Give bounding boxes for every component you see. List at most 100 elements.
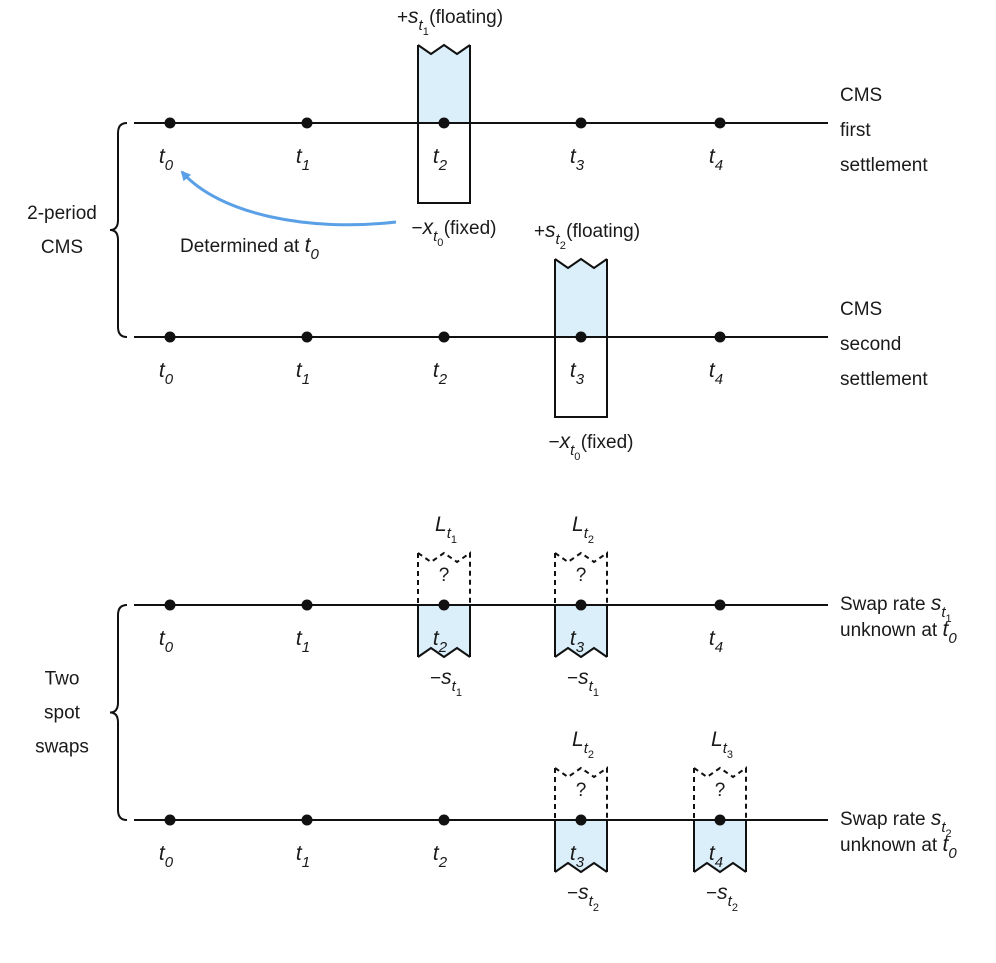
timeline-label-cms-second-line-0: CMS [840, 299, 882, 320]
timeline-dot-t4 [714, 814, 726, 826]
timeline-dot-t3 [575, 117, 587, 129]
timeline-dot-t3 [575, 331, 587, 343]
tick-label-t3: t3 [570, 145, 585, 174]
tick-label-t2: t2 [433, 145, 448, 174]
timeline-dot-t3 [575, 814, 587, 826]
timeline-dot-t3 [575, 599, 587, 611]
tick-label-t4: t4 [709, 145, 723, 174]
timeline-dot-t1 [301, 117, 313, 129]
group-label-cms: 2-period [27, 203, 97, 224]
timeline-label-cms-second-line-1: second [840, 334, 901, 355]
cashflow-spot-second-t4 [693, 766, 747, 874]
tick-label-t2: t2 [433, 842, 448, 871]
timeline-dot-t2 [438, 331, 450, 343]
fixed-leg-label: −xt0 (fixed) [412, 216, 497, 249]
unknown-mark: ? [715, 780, 726, 801]
tick-label-t0: t0 [159, 145, 174, 174]
timeline-dot-t2 [438, 814, 450, 826]
timeline-label-cms-second-line-2: settlement [840, 369, 928, 390]
tick-label-t4: t4 [709, 359, 723, 388]
swap-rate-label: −st1 [567, 666, 599, 699]
group-label-cms: CMS [41, 237, 83, 258]
tick-label-t3: t3 [570, 842, 585, 871]
libor-label: Lt2 [572, 728, 594, 761]
unknown-mark: ? [576, 780, 587, 801]
unknown-libor-leg [554, 551, 608, 605]
tick-label-t1: t1 [296, 359, 310, 388]
timeline-dot-t2 [438, 117, 450, 129]
timeline-label-spot-first-line-0: Swap rate st1 [840, 592, 952, 625]
group-label-spot: spot [44, 703, 81, 724]
timeline-dot-t2 [438, 599, 450, 611]
unknown-libor-leg [417, 551, 471, 605]
tick-label-t0: t0 [159, 842, 174, 871]
floating-leg-fill [418, 45, 470, 123]
fixed-leg-zigzag [417, 646, 471, 659]
group-brace-spot [109, 604, 128, 821]
tick-label-t3: t3 [570, 627, 585, 656]
timeline-cms-second [134, 331, 828, 343]
floating-leg-fill [555, 259, 607, 337]
fixed-leg-label: −xt0 (fixed) [549, 430, 634, 463]
timeline-label-spot-first-line-1: unknown at t0 [840, 618, 957, 647]
determined-at-arrow [180, 170, 397, 227]
timeline-cms-first [134, 117, 828, 129]
fixed-leg-zigzag [693, 861, 747, 874]
timeline-dot-t4 [714, 599, 726, 611]
group-label-spot: Two [45, 669, 80, 690]
swap-rate-label: −st1 [430, 666, 462, 699]
timeline-dot-t4 [714, 331, 726, 343]
timeline-dot-t1 [301, 814, 313, 826]
tick-label-t1: t1 [296, 145, 310, 174]
unknown-libor-leg [554, 766, 608, 820]
libor-label: Lt2 [572, 513, 594, 546]
timeline-label-cms-first-line-1: first [840, 120, 871, 141]
floating-leg-zigzag [417, 43, 471, 56]
fixed-leg-zigzag [554, 646, 608, 659]
fixed-leg-fill [555, 605, 607, 657]
floating-leg-zigzag [554, 257, 608, 270]
timeline-spot-first [134, 599, 828, 611]
tick-label-t0: t0 [159, 627, 174, 656]
timeline-dot-t0 [164, 814, 176, 826]
timeline-dot-t1 [301, 331, 313, 343]
unknown-libor-leg [693, 766, 747, 820]
tick-label-t3: t3 [570, 359, 585, 388]
floating-leg-label: +st1 (floating) [397, 5, 503, 38]
group-brace-cms [109, 122, 128, 338]
timeline-label-spot-second-line-1: unknown at t0 [840, 833, 957, 862]
tick-label-t2: t2 [433, 627, 448, 656]
timeline-spot-second [134, 814, 828, 826]
group-label-spot: swaps [35, 737, 89, 758]
libor-label: Lt1 [435, 513, 457, 546]
tick-label-t1: t1 [296, 842, 310, 871]
fixed-leg-fill [555, 820, 607, 872]
swap-rate-label: −st2 [706, 881, 738, 914]
cashflow-spot-first-t3 [554, 551, 608, 659]
timeline-label-spot-second-line-0: Swap rate st2 [840, 807, 952, 840]
unknown-mark: ? [439, 565, 450, 586]
floating-leg-label: +st2 (floating) [534, 219, 640, 252]
tick-label-t4: t4 [709, 842, 723, 871]
cashflow-spot-second-t3 [554, 766, 608, 874]
timeline-dot-t0 [164, 117, 176, 129]
timeline-dot-t0 [164, 599, 176, 611]
libor-label: Lt3 [711, 728, 733, 761]
fixed-leg-zigzag [554, 861, 608, 874]
cashflow-spot-first-t2 [417, 551, 471, 659]
unknown-mark: ? [576, 565, 587, 586]
tick-label-t1: t1 [296, 627, 310, 656]
tick-label-t0: t0 [159, 359, 174, 388]
timeline-label-cms-first-line-0: CMS [840, 85, 882, 106]
timeline-dot-t4 [714, 117, 726, 129]
timeline-dot-t1 [301, 599, 313, 611]
tick-label-t4: t4 [709, 627, 723, 656]
determined-at-annotation: Determined at t0 [180, 234, 319, 263]
timeline-label-cms-first-line-2: settlement [840, 155, 928, 176]
fixed-leg-fill [418, 605, 470, 657]
tick-label-t2: t2 [433, 359, 448, 388]
swap-rate-label: −st2 [567, 881, 599, 914]
fixed-leg-fill [694, 820, 746, 872]
timeline-dot-t0 [164, 331, 176, 343]
